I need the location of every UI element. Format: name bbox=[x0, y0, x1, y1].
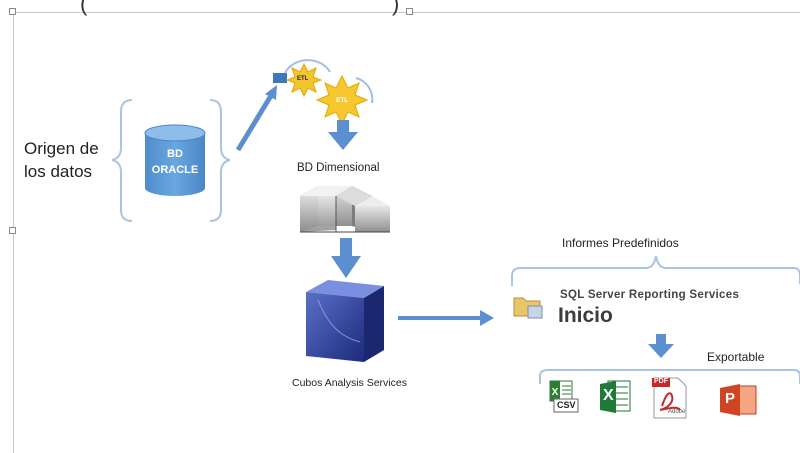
ssrs-home-link[interactable]: Inicio bbox=[558, 304, 613, 327]
db-label: BD ORACLE bbox=[145, 146, 205, 178]
csv-icon[interactable]: X CSV bbox=[548, 380, 584, 416]
ssrs-title[interactable]: SQL Server Reporting Services bbox=[560, 289, 740, 301]
dimensional-db-blocks bbox=[300, 186, 390, 233]
etl-label-a: ETL bbox=[297, 76, 309, 82]
arrow-cube-to-reports bbox=[398, 310, 494, 326]
resize-handle-top-center[interactable] bbox=[406, 8, 413, 15]
export-label: Exportable bbox=[707, 350, 765, 364]
analysis-services-cube bbox=[306, 280, 384, 362]
reports-bracket bbox=[511, 255, 800, 286]
etl-process bbox=[273, 59, 374, 126]
csv-icon-label: CSV bbox=[557, 400, 576, 410]
source-label-line1: Origen de bbox=[24, 139, 99, 158]
source-label: Origen de los datos bbox=[24, 137, 114, 183]
diagram-graphics bbox=[111, 59, 800, 384]
cropped-text-top-left: ( bbox=[80, 0, 88, 16]
svg-text:X: X bbox=[552, 387, 559, 398]
etl-label-b: ETL bbox=[336, 97, 349, 104]
resize-handle-top-left[interactable] bbox=[9, 8, 16, 15]
oracle-db-cylinder bbox=[144, 124, 206, 196]
arrow-to-etl bbox=[235, 85, 277, 152]
pdf-icon-sublabel: Adobe bbox=[668, 409, 686, 415]
predefined-reports-label: Informes Predefinidos bbox=[562, 236, 679, 250]
cropped-text-top-right: ) bbox=[392, 0, 400, 16]
pdf-icon[interactable]: PDF Adobe bbox=[650, 376, 690, 420]
resize-handle-middle-left[interactable] bbox=[9, 227, 16, 234]
powerpoint-icon[interactable]: P bbox=[718, 382, 758, 418]
db-label-line2: ORACLE bbox=[151, 164, 199, 176]
pdf-icon-label: PDF bbox=[654, 378, 668, 385]
folder-icon bbox=[513, 297, 543, 319]
arrow-etl-to-dimensional bbox=[328, 120, 358, 150]
cubes-label: Cubos Analysis Services bbox=[292, 377, 407, 389]
source-label-line2: los datos bbox=[24, 162, 93, 181]
excel-icon-label: X bbox=[603, 387, 614, 404]
arrow-reports-to-export bbox=[648, 334, 674, 358]
powerpoint-icon-label: P bbox=[725, 390, 736, 407]
excel-icon[interactable]: X bbox=[598, 378, 634, 416]
db-label-line1: BD bbox=[167, 148, 183, 160]
dimensional-label: BD Dimensional bbox=[297, 162, 380, 174]
arrow-dimensional-to-cube bbox=[331, 238, 361, 278]
source-bracket bbox=[111, 99, 231, 222]
